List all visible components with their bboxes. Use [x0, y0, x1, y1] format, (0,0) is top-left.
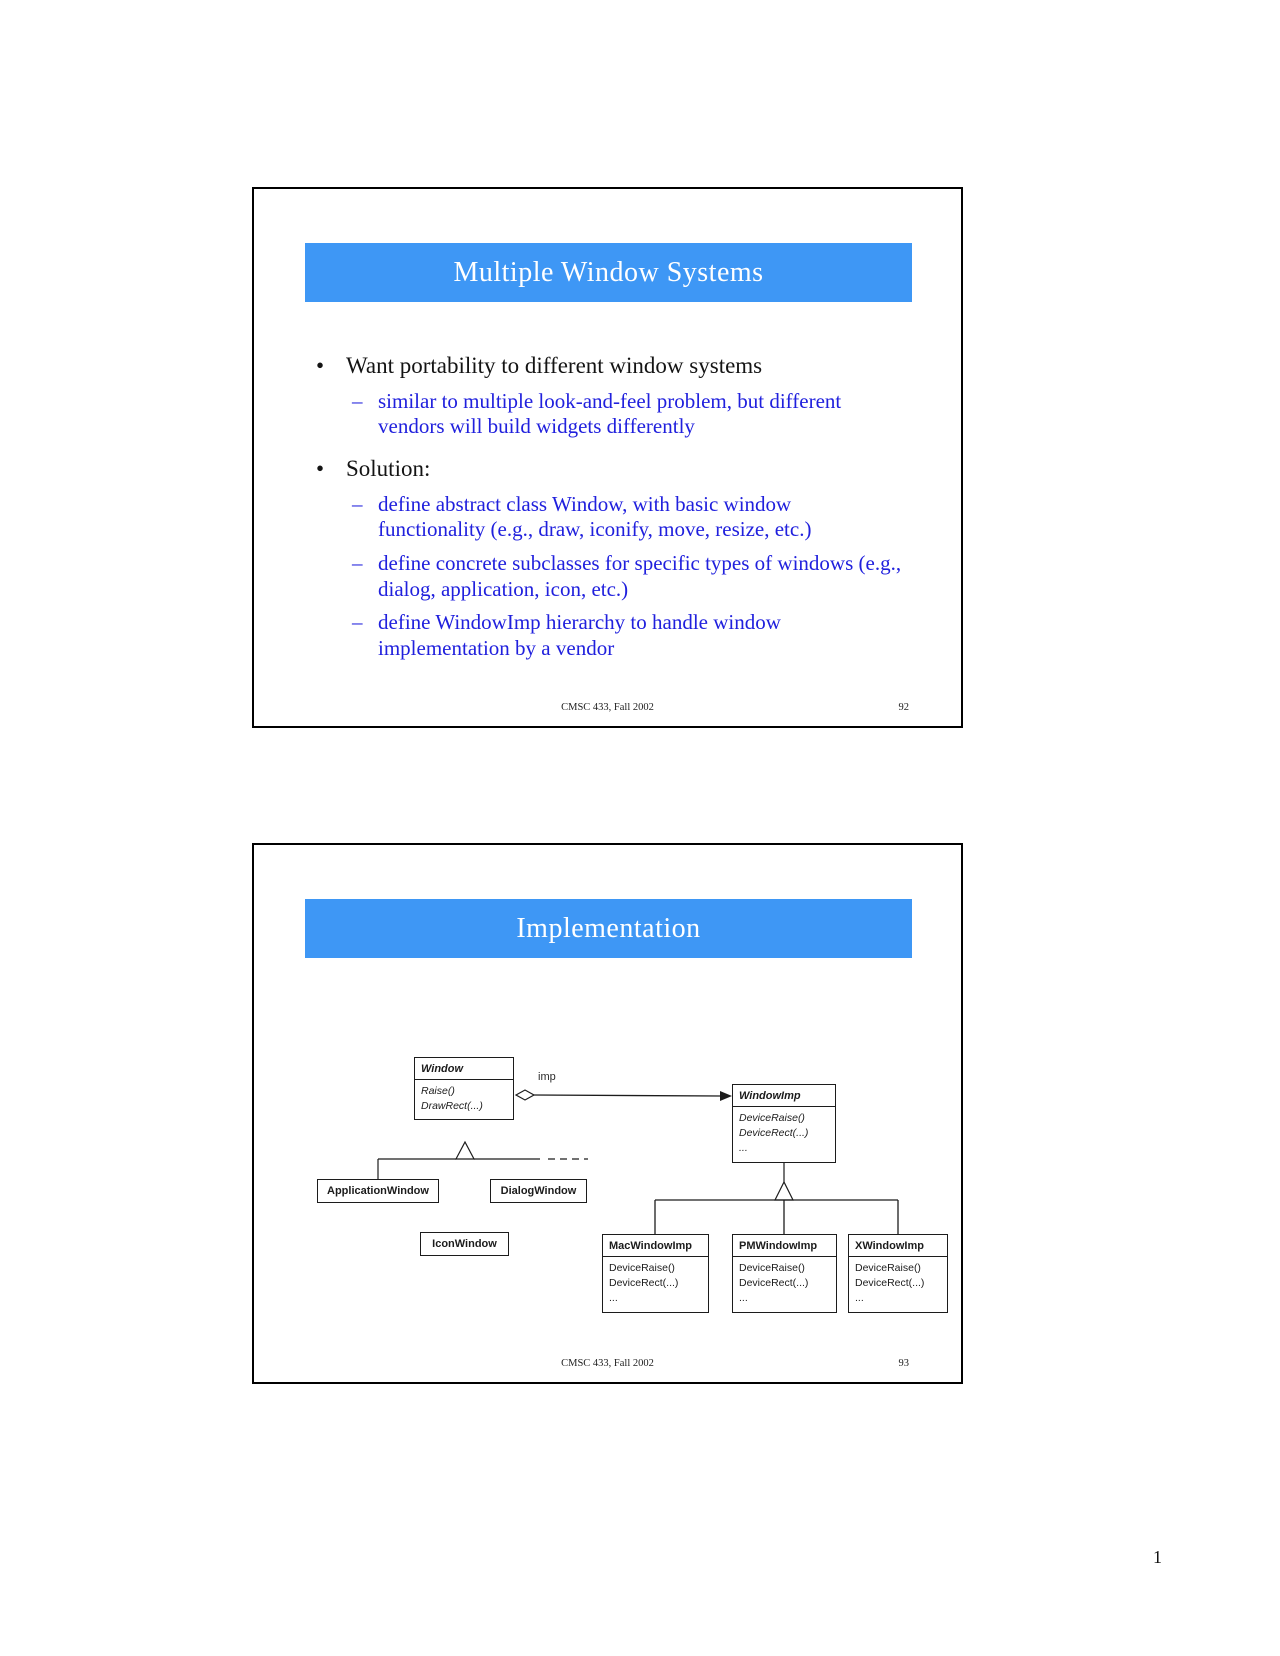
slide-footer: CMSC 433, Fall 2002 93 [254, 1358, 961, 1372]
sub-bullet-item: – define abstract class Window, with bas… [352, 492, 922, 543]
uml-class-methods: DeviceRaise() DeviceRect(...) ... [609, 1262, 679, 1305]
bullet-icon: • [316, 353, 325, 378]
footer-page-number: 92 [898, 702, 910, 713]
uml-class-window: Window Raise() DrawRect(...) [414, 1057, 514, 1121]
footer-course-label: CMSC 433, Fall 2002 [561, 1358, 654, 1369]
aggregation-diamond-icon [514, 1089, 536, 1101]
uml-diagram: imp Window Raise() DrawRect(...) WindowI… [292, 995, 952, 1335]
bullet-text: Solution: [346, 455, 431, 481]
uml-class-xwindowimp: XWindowImp DeviceRaise() DeviceRect(...)… [848, 1234, 948, 1313]
footer-course-label: CMSC 433, Fall 2002 [561, 702, 654, 713]
sub-bullet-item: – similar to multiple look-and-feel prob… [352, 389, 922, 440]
sub-bullet-item: – define WindowImp hierarchy to handle w… [352, 610, 922, 661]
sub-bullet-text: define concrete subclasses for specific … [378, 550, 902, 601]
bullet-text: Want portability to different window sys… [346, 353, 763, 378]
uml-class-windowimp: WindowImp DeviceRaise() DeviceRect(...) … [732, 1084, 836, 1163]
imp-relation-label: imp [538, 1071, 556, 1083]
bullet-list: • Want portability to different window s… [314, 337, 922, 661]
uml-class-name: PMWindowImp [733, 1235, 836, 1257]
document-page-number: 1 [1153, 1547, 1162, 1567]
sub-bullet-text: define abstract class Window, with basic… [378, 491, 812, 542]
uml-class-methods: Raise() DrawRect(...) [421, 1085, 483, 1113]
dash-icon: – [352, 610, 363, 635]
bullet-item: • Want portability to different window s… [314, 352, 922, 381]
dash-icon: – [352, 550, 363, 575]
footer-page-number: 93 [898, 1358, 910, 1369]
uml-class-name: WindowImp [733, 1085, 835, 1107]
slide-title-bar: Implementation [305, 899, 912, 958]
slide-footer: CMSC 433, Fall 2002 92 [254, 702, 961, 716]
arrowhead-icon [720, 1091, 732, 1101]
uml-class-name: IconWindow [432, 1238, 497, 1250]
slide-title-bar: Multiple Window Systems [305, 243, 912, 302]
dash-icon: – [352, 388, 363, 413]
uml-class-name: DialogWindow [500, 1185, 577, 1197]
uml-class-iconwindow: IconWindow [420, 1232, 509, 1256]
inheritance-triangle-icon [774, 1180, 794, 1201]
uml-class-methods: DeviceRaise() DeviceRect(...) ... [855, 1262, 925, 1305]
slide-title: Implementation [516, 912, 701, 944]
bullet-item: • Solution: [314, 455, 922, 484]
slide-frame-93: Implementation imp Window Raise() DrawRe… [252, 843, 963, 1384]
bullet-icon: • [316, 455, 325, 481]
uml-class-methods: DeviceRaise() DeviceRect(...) ... [739, 1262, 809, 1305]
uml-class-name: MacWindowImp [603, 1235, 708, 1257]
uml-class-methods: DeviceRaise() DeviceRect(...) ... [739, 1112, 809, 1155]
slide-title: Multiple Window Systems [453, 256, 764, 288]
uml-class-dialogwindow: DialogWindow [490, 1179, 587, 1203]
uml-class-name: ApplicationWindow [327, 1185, 429, 1197]
uml-class-name: XWindowImp [849, 1235, 947, 1257]
dash-icon: – [352, 491, 363, 516]
uml-class-pmwindowimp: PMWindowImp DeviceRaise() DeviceRect(...… [732, 1234, 837, 1313]
uml-class-name: Window [415, 1058, 513, 1080]
uml-class-applicationwindow: ApplicationWindow [317, 1179, 439, 1203]
sub-bullet-text: similar to multiple look-and-feel proble… [378, 388, 842, 439]
inheritance-triangle-icon [455, 1140, 475, 1160]
uml-connectors-layer [377, 1089, 899, 1234]
sub-bullet-item: – define concrete subclasses for specifi… [352, 551, 922, 602]
slide-frame-92: Multiple Window Systems • Want portabili… [252, 187, 963, 728]
sub-bullet-text: define WindowImp hierarchy to handle win… [378, 610, 781, 660]
uml-class-macwindowimp: MacWindowImp DeviceRaise() DeviceRect(..… [602, 1234, 709, 1313]
